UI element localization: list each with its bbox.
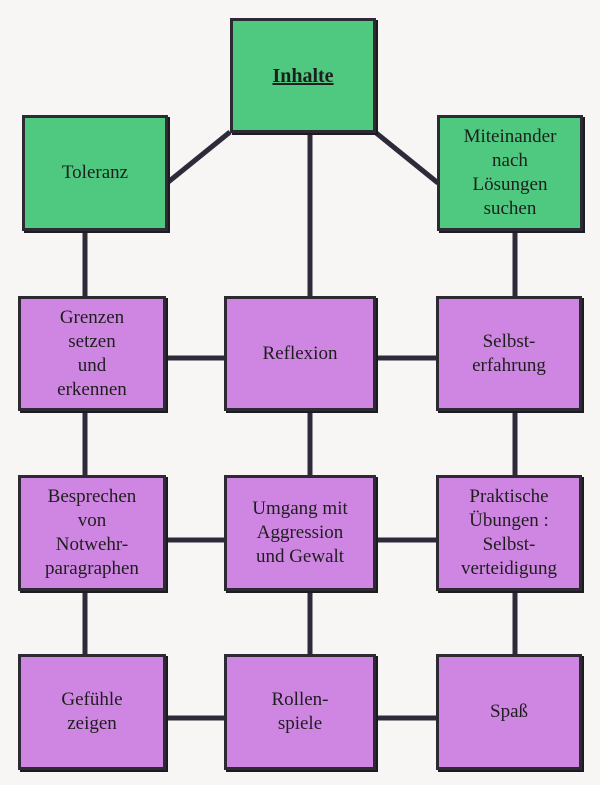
box-spass: Spaß bbox=[436, 654, 582, 770]
connector-inhalte-toleranz bbox=[165, 130, 232, 185]
box-praktische: Praktische Übungen : Selbst- verteidigun… bbox=[436, 475, 582, 591]
box-toleranz: Toleranz bbox=[22, 115, 168, 231]
connector-inhalte-miteinander bbox=[373, 130, 440, 185]
box-selbsterfahrung: Selbst- erfahrung bbox=[436, 296, 582, 411]
box-grenzen: Grenzen setzen und erkennen bbox=[18, 296, 166, 411]
box-besprechen: Besprechen von Notwehr- paragraphen bbox=[18, 475, 166, 591]
box-umgang: Umgang mit Aggression und Gewalt bbox=[224, 475, 376, 591]
box-reflexion: Reflexion bbox=[224, 296, 376, 411]
box-inhalte: Inhalte bbox=[230, 18, 376, 133]
box-miteinander: Miteinander nach Lösungen suchen bbox=[437, 115, 583, 231]
box-rollenspiele: Rollen- spiele bbox=[224, 654, 376, 770]
box-gefuehle: Gefühle zeigen bbox=[18, 654, 166, 770]
